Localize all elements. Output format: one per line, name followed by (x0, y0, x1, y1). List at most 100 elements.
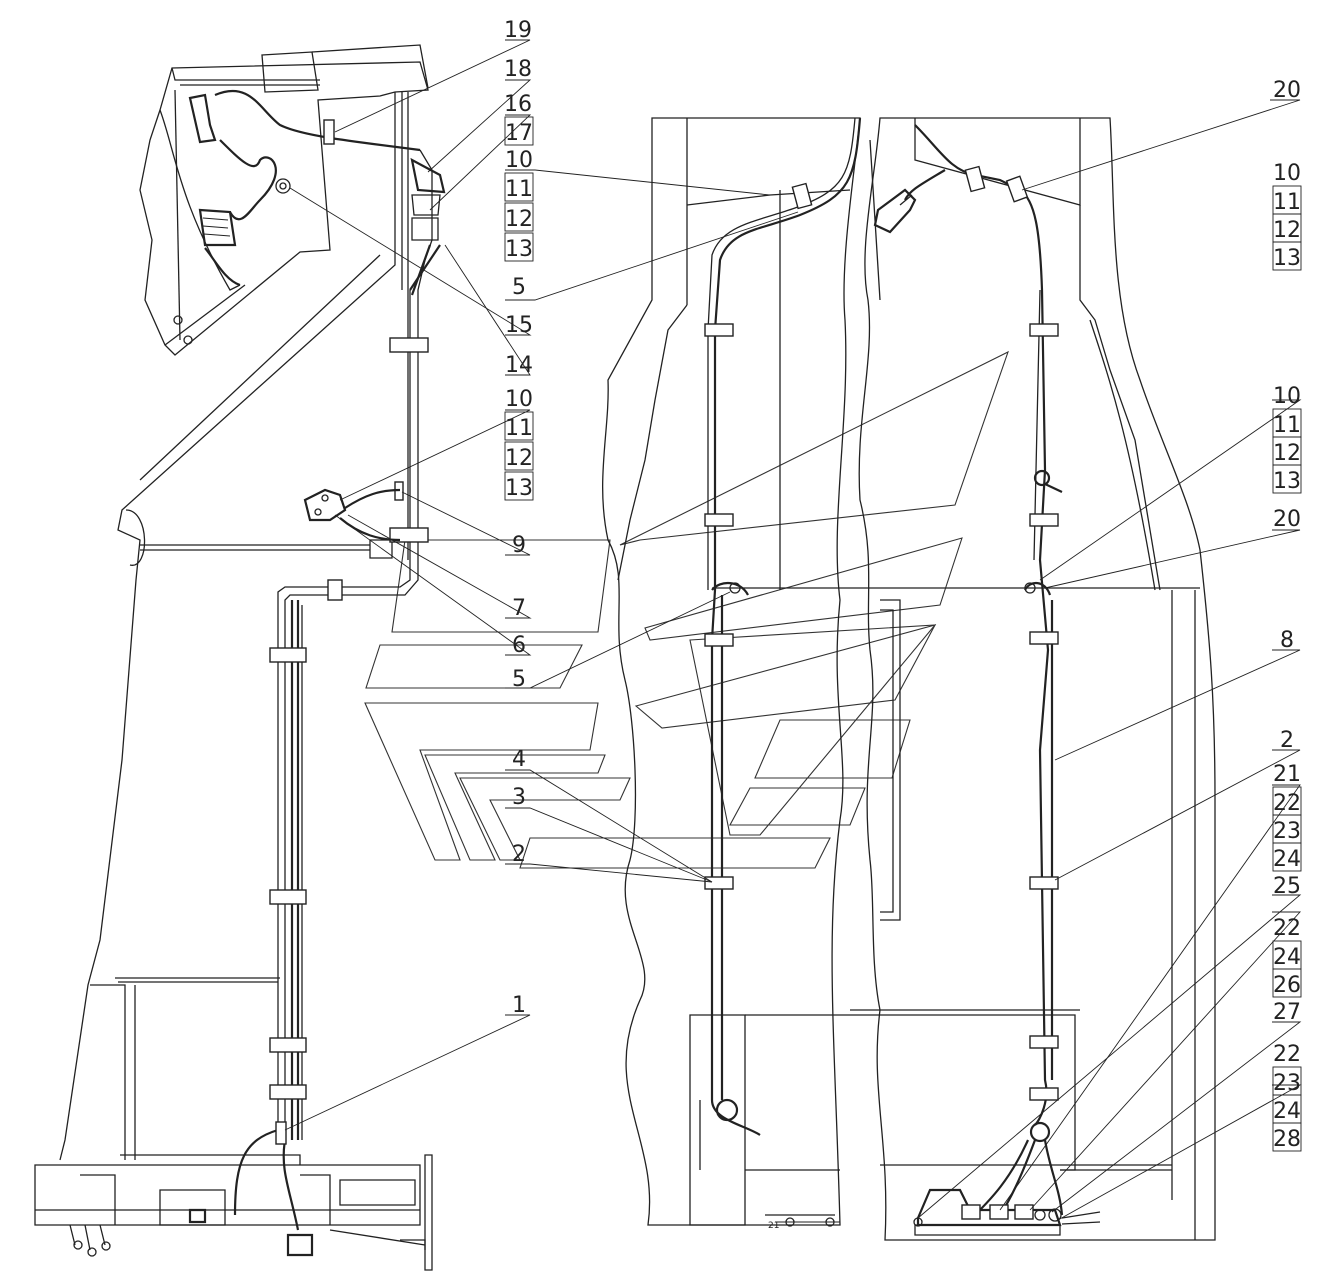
callout-15: 15 (505, 313, 533, 338)
callout-10-c-text: 10 (1273, 161, 1301, 186)
callout-16-text: 16 (504, 92, 532, 117)
callout-12-d-text: 12 (1273, 441, 1301, 466)
callout-20-a-text: 20 (1273, 78, 1301, 103)
callout-11-c: 11 (1272, 185, 1302, 215)
callout-24-c-text: 24 (1273, 1099, 1301, 1124)
cable-a (707, 117, 862, 1136)
callout-8-text: 8 (1280, 628, 1294, 653)
callout-28-text: 28 (1273, 1127, 1301, 1152)
callout-22-b: 22 (1273, 916, 1301, 941)
callout-16: 16 (504, 92, 532, 117)
callout-25: 25 (1273, 874, 1301, 899)
callout-7-text: 7 (512, 596, 526, 621)
callout-13-c-text: 13 (1273, 246, 1301, 271)
callout-24-a: 24 (1272, 842, 1302, 872)
callout-12-c-text: 12 (1273, 218, 1301, 243)
callout-11-b-text: 11 (505, 416, 533, 441)
right-view-left-panel: 21 (601, 117, 1080, 1231)
callout-13-c: 13 (1272, 241, 1302, 271)
callout-13-a-text: 13 (505, 237, 533, 262)
callout-4: 4 (512, 747, 526, 772)
callout-24-c: 24 (1272, 1094, 1302, 1124)
callout-11-a-text: 11 (505, 177, 533, 202)
callout-22-a-text: 22 (1273, 791, 1301, 816)
watermark-logo (364, 350, 1009, 869)
cable-clamps (704, 323, 1059, 1101)
callout-4-text: 4 (512, 747, 526, 772)
callout-10-a-text: 10 (505, 148, 533, 173)
left-cable-run (233, 119, 446, 1231)
callout-6: 6 (512, 633, 526, 658)
callout-5-b: 5 (512, 667, 526, 692)
callout-14-text: 14 (505, 353, 533, 378)
callout-20-b: 20 (1273, 507, 1301, 532)
callout-12-c: 12 (1272, 213, 1302, 243)
lamp-assembly (303, 488, 401, 542)
callout-10-b-text: 10 (505, 387, 533, 412)
callout-2-a-text: 2 (512, 842, 526, 867)
callout-13-d-text: 13 (1273, 469, 1301, 494)
callout-24-a-text: 24 (1273, 847, 1301, 872)
callout-10-b: 10 (505, 387, 533, 412)
callout-3: 3 (512, 785, 526, 810)
cable-b (873, 124, 1064, 1216)
callout-1-text: 1 (512, 993, 526, 1018)
callout-7: 7 (512, 596, 526, 621)
callout-10-d: 10 (1273, 384, 1301, 409)
callout-24-b-text: 24 (1273, 945, 1301, 970)
callout-11-d-text: 11 (1273, 413, 1301, 438)
left-pillar-body (59, 92, 409, 1161)
callout-1: 1 (512, 993, 526, 1018)
callout-6-text: 6 (512, 633, 526, 658)
callout-12-b: 12 (504, 441, 534, 471)
callout-9-text: 9 (512, 533, 526, 558)
callout-8: 8 (1280, 628, 1294, 653)
callout-21-text: 21 (1273, 762, 1301, 787)
callout-13-a: 13 (504, 232, 534, 262)
callout-23-c: 23 (1272, 1066, 1302, 1096)
callout-21: 21 (1273, 762, 1301, 787)
callout-13-b-text: 13 (505, 476, 533, 501)
callout-10-a: 10 (505, 148, 533, 173)
callouts: 19 18 16 17 10 11 12 13 5 15 14 10 11 12… (504, 18, 1302, 1152)
callout-22-c-text: 22 (1273, 1042, 1301, 1067)
callout-2-a: 2 (512, 842, 526, 867)
callout-5-a-text: 5 (512, 275, 526, 300)
callout-13-b: 13 (504, 471, 534, 501)
callout-11-d: 11 (1272, 408, 1302, 438)
callout-5-a: 5 (512, 275, 526, 300)
callout-12-a-text: 12 (505, 207, 533, 232)
left-base-frame (34, 1154, 433, 1271)
callout-27-text: 27 (1273, 1000, 1301, 1025)
small-label-21: 21 (768, 1221, 779, 1231)
callout-20-b-text: 20 (1273, 507, 1301, 532)
callout-23-c-text: 23 (1273, 1071, 1301, 1096)
leader-lines (284, 39, 1302, 1221)
callout-23-a: 23 (1272, 814, 1302, 844)
callout-2-b-text: 2 (1280, 728, 1294, 753)
callout-15-text: 15 (505, 313, 533, 338)
left-upper-inset (139, 44, 429, 356)
callout-11-c-text: 11 (1273, 190, 1301, 215)
callout-25-text: 25 (1273, 874, 1301, 899)
callout-3-text: 3 (512, 785, 526, 810)
callout-26: 26 (1272, 968, 1302, 998)
callout-28: 28 (1272, 1122, 1302, 1152)
callout-12-a: 12 (504, 202, 534, 232)
callout-13-d: 13 (1272, 464, 1302, 494)
callout-17-text: 17 (505, 121, 533, 146)
callout-22-a: 22 (1272, 786, 1302, 816)
right-view-right-panel (858, 117, 1216, 1241)
callout-14: 14 (505, 353, 533, 378)
callout-19-text: 19 (504, 18, 532, 43)
callout-22-b-text: 22 (1273, 916, 1301, 941)
callout-18-text: 18 (504, 57, 532, 82)
callout-23-a-text: 23 (1273, 819, 1301, 844)
callout-11-b: 11 (504, 411, 534, 441)
callout-10-c: 10 (1273, 161, 1301, 186)
callout-18: 18 (504, 57, 532, 82)
callout-20-a: 20 (1273, 78, 1301, 103)
callout-11-a: 11 (504, 172, 534, 202)
